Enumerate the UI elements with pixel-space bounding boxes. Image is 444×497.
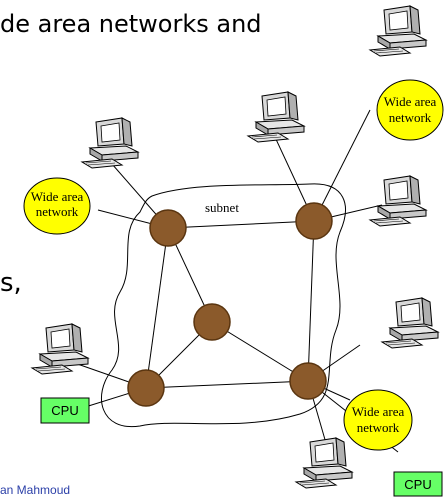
wide-area-network-left: Wide area network — [23, 177, 91, 235]
router-node — [193, 303, 231, 341]
wide-area-network-bottom-right: Wide area network — [343, 389, 413, 451]
subnet-link — [307, 220, 315, 382]
router-node — [149, 209, 187, 247]
wan-label-line2: network — [357, 420, 400, 435]
subnet-label: subnet — [205, 200, 239, 215]
slide-text-fragment: s, — [0, 268, 22, 298]
cpu-label: CPU — [51, 403, 78, 418]
slide-footer-author: an Mahmoud — [0, 483, 71, 497]
computer-icon — [295, 437, 353, 489]
wan-label-line2: network — [389, 110, 432, 125]
subnet-boundary — [100, 183, 346, 428]
computer-icon — [381, 297, 439, 349]
computer-icon — [247, 91, 305, 143]
router-node — [127, 369, 165, 407]
subnet-link — [211, 321, 309, 382]
computer-icon — [369, 175, 427, 227]
wan-label-line1: Wide area — [352, 404, 405, 419]
wan-label-line2: network — [36, 204, 79, 219]
slide-headline-text: de area networks and — [0, 10, 262, 38]
subnet-link — [145, 380, 309, 389]
subnet-link — [145, 227, 169, 389]
router-node — [295, 202, 333, 240]
cpu-label: CPU — [404, 477, 431, 492]
cpu-box-bottom-right: CPU — [393, 471, 443, 497]
cpu-box-left: CPU — [40, 397, 90, 424]
subnet-link — [167, 220, 315, 229]
link — [313, 109, 371, 222]
computer-icon — [81, 117, 139, 169]
wan-label-line1: Wide area — [31, 189, 84, 204]
computer-icon — [369, 5, 427, 57]
computer-icon — [31, 323, 89, 375]
router-node — [289, 362, 327, 400]
wide-area-network-top-right: Wide area network — [376, 79, 444, 141]
wan-label-line1: Wide area — [384, 94, 437, 109]
